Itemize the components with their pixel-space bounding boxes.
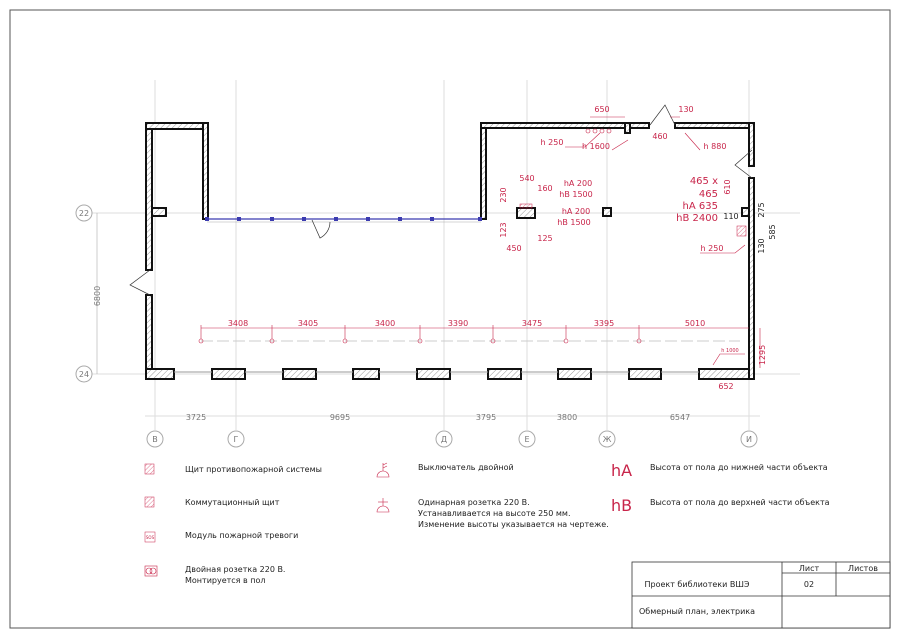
svg-text:h 1000: h 1000 bbox=[721, 348, 738, 354]
svg-text:hA 200: hA 200 bbox=[564, 179, 592, 188]
svg-text:hB 1500: hB 1500 bbox=[557, 218, 590, 227]
svg-text:Одинарная розетка 220 В.: Одинарная розетка 220 В. bbox=[418, 498, 530, 507]
svg-text:h 250: h 250 bbox=[701, 244, 724, 253]
svg-text:Модуль пожарной тревоги: Модуль пожарной тревоги bbox=[185, 531, 298, 540]
svg-text:1295: 1295 bbox=[758, 345, 767, 365]
svg-text:Высота от пола до нижней части: Высота от пола до нижней части объекта bbox=[650, 463, 828, 472]
svg-text:3390: 3390 bbox=[448, 319, 468, 328]
svg-text:3400: 3400 bbox=[375, 319, 395, 328]
svg-text:6800: 6800 bbox=[93, 286, 102, 306]
svg-text:3800: 3800 bbox=[557, 413, 577, 422]
double-switch-icon bbox=[376, 462, 390, 478]
svg-text:3408: 3408 bbox=[228, 319, 248, 328]
door-swing-icon bbox=[734, 149, 753, 179]
svg-text:И: И bbox=[746, 435, 752, 444]
svg-text:585: 585 bbox=[768, 224, 777, 239]
svg-text:22: 22 bbox=[79, 209, 89, 218]
svg-text:125: 125 bbox=[537, 234, 552, 243]
fire-alarm-icon bbox=[144, 531, 156, 543]
svg-text:450: 450 bbox=[506, 244, 521, 253]
svg-text:652: 652 bbox=[718, 382, 733, 391]
switch-panel-icon bbox=[144, 496, 155, 508]
legend: Щит противопожарной системы Коммутационн… bbox=[144, 461, 830, 585]
svg-text:Ж: Ж bbox=[603, 435, 612, 444]
svg-text:hA 200: hA 200 bbox=[562, 207, 590, 216]
svg-text:24: 24 bbox=[79, 370, 89, 379]
door-swing-icon bbox=[311, 219, 331, 239]
svg-text:3405: 3405 bbox=[298, 319, 318, 328]
svg-text:Изменение высоты указывается н: Изменение высоты указывается на чертеже. bbox=[418, 520, 609, 529]
single-socket-icon bbox=[376, 498, 390, 513]
svg-text:hB 1500: hB 1500 bbox=[559, 190, 592, 199]
svg-text:Высота от пола до верхней част: Высота от пола до верхней части объекта bbox=[650, 498, 830, 507]
svg-text:Коммутационный щит: Коммутационный щит bbox=[185, 498, 280, 507]
svg-text:Проект библиотеки ВШЭ: Проект библиотеки ВШЭ bbox=[644, 580, 749, 589]
svg-text:Монтируется в пол: Монтируется в пол bbox=[185, 576, 266, 585]
svg-text:460: 460 bbox=[652, 132, 667, 141]
svg-text:650: 650 bbox=[594, 105, 609, 114]
svg-text:130: 130 bbox=[678, 105, 693, 114]
svg-text:Д: Д bbox=[441, 435, 447, 444]
svg-text:3475: 3475 bbox=[522, 319, 542, 328]
fire-panel-icon bbox=[144, 463, 155, 475]
svg-text:3795: 3795 bbox=[476, 413, 496, 422]
glass-partition bbox=[129, 104, 753, 296]
sheet-frame bbox=[9, 9, 891, 629]
svg-text:В: В bbox=[152, 435, 158, 444]
svg-text:hA 635: hA 635 bbox=[683, 201, 718, 212]
electrical-annotations: 650 130 460 h 250 h 1600 h 880 540 160 2… bbox=[120, 0, 777, 391]
svg-text:610: 610 bbox=[723, 179, 732, 194]
svg-text:6547: 6547 bbox=[670, 413, 690, 422]
svg-text:5010: 5010 bbox=[685, 319, 705, 328]
svg-text:Обмерный план, электрика: Обмерный план, электрика bbox=[639, 607, 755, 616]
svg-text:hB 2400: hB 2400 bbox=[676, 213, 718, 224]
svg-text:SOS: SOS bbox=[146, 535, 155, 540]
svg-text:3395: 3395 bbox=[594, 319, 614, 328]
walls bbox=[145, 122, 755, 380]
svg-text:110: 110 bbox=[723, 212, 738, 221]
socket-dimensions: 3408 3405 3400 3390 3475 3395 5010 bbox=[198, 319, 749, 344]
svg-text:h 250: h 250 bbox=[541, 138, 564, 147]
svg-text:hA: hA bbox=[611, 461, 632, 480]
double-socket-icon bbox=[144, 565, 158, 577]
svg-text:Щит противопожарной системы: Щит противопожарной системы bbox=[185, 465, 322, 474]
svg-text:3725: 3725 bbox=[186, 413, 206, 422]
svg-text:h 1600: h 1600 bbox=[582, 142, 610, 151]
svg-text:Лист: Лист bbox=[799, 564, 820, 573]
svg-text:465: 465 bbox=[699, 189, 718, 200]
svg-text:h 880: h 880 bbox=[704, 142, 727, 151]
svg-text:130: 130 bbox=[757, 238, 766, 253]
svg-text:Е: Е bbox=[524, 435, 529, 444]
svg-text:Двойная розетка 220 В.: Двойная розетка 220 В. bbox=[185, 565, 285, 574]
svg-text:Устанавливается на высоте 250: Устанавливается на высоте 250 мм. bbox=[418, 509, 571, 518]
axis-markers: В Г Д Е Ж И 22 24 6800 bbox=[75, 204, 758, 448]
svg-text:540: 540 bbox=[519, 174, 534, 183]
title-block: Лист Листов Проект библиотеки ВШЭ 02 Обм… bbox=[631, 561, 891, 629]
svg-text:160: 160 bbox=[537, 184, 552, 193]
svg-text:275: 275 bbox=[757, 202, 766, 217]
svg-text:Г: Г bbox=[234, 435, 239, 444]
svg-text:465 x: 465 x bbox=[690, 176, 718, 187]
svg-text:02: 02 bbox=[804, 580, 814, 589]
svg-text:Выключатель двойной: Выключатель двойной bbox=[418, 463, 514, 472]
svg-text:Листов: Листов bbox=[848, 564, 878, 573]
svg-text:hB: hB bbox=[611, 496, 632, 515]
svg-text:123: 123 bbox=[499, 222, 508, 237]
door-swing-icon bbox=[649, 104, 676, 126]
bottom-dimensions: 3725 9695 3795 3800 6547 bbox=[186, 413, 690, 422]
svg-text:230: 230 bbox=[499, 187, 508, 202]
door-swing-icon bbox=[129, 269, 151, 296]
svg-text:9695: 9695 bbox=[330, 413, 350, 422]
